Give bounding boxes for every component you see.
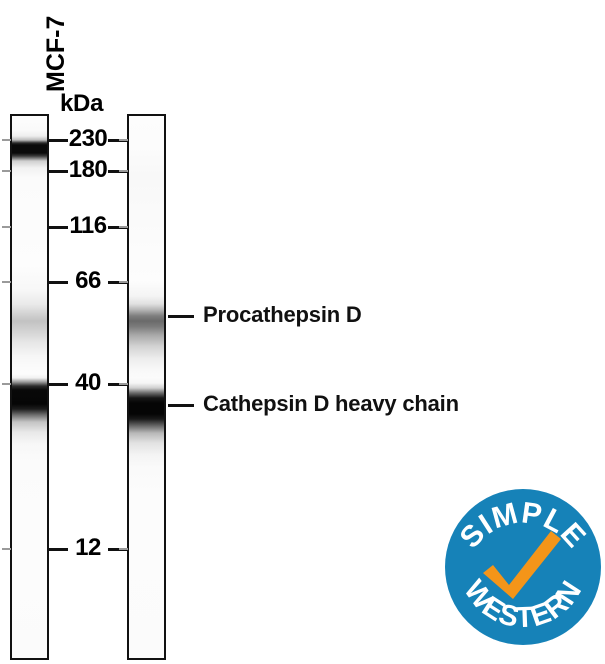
lane-mcf7-signal	[129, 116, 164, 658]
badge-svg: SIMPLE WESTERN	[445, 489, 601, 645]
kda-header: kDa	[60, 90, 104, 117]
annotation-label: Procathepsin D	[203, 302, 362, 327]
tick-right	[108, 548, 127, 551]
ladder-value: 230	[68, 125, 108, 152]
tick-left	[49, 170, 68, 173]
ladder-value: 116	[69, 212, 107, 239]
tick-left	[49, 548, 68, 551]
ladder-value: 40	[75, 369, 101, 396]
tick-left	[49, 226, 68, 229]
tick-right	[108, 281, 127, 284]
check-icon	[483, 531, 561, 599]
tick-left	[49, 139, 68, 142]
lane-k562	[10, 114, 49, 660]
lane-label-mcf7: MCF-7	[42, 15, 70, 92]
leader-line	[168, 315, 194, 318]
leader-line	[168, 404, 194, 407]
ladder-value: 66	[75, 267, 101, 294]
tick-right	[108, 383, 127, 386]
ladder-value: 12	[75, 534, 101, 561]
simple-western-badge: SIMPLE WESTERN ©2014	[443, 487, 603, 659]
ladder-value: 180	[68, 156, 108, 183]
lane-label-k562: K562	[0, 32, 8, 92]
tick-right	[108, 170, 127, 173]
lane-mcf7	[127, 114, 166, 660]
lane-k562-signal	[12, 116, 47, 658]
annotation-label: Cathepsin D heavy chain	[203, 391, 459, 416]
tick-left	[49, 383, 68, 386]
tick-left	[49, 281, 68, 284]
tick-right	[108, 226, 127, 229]
tick-right	[108, 139, 127, 142]
